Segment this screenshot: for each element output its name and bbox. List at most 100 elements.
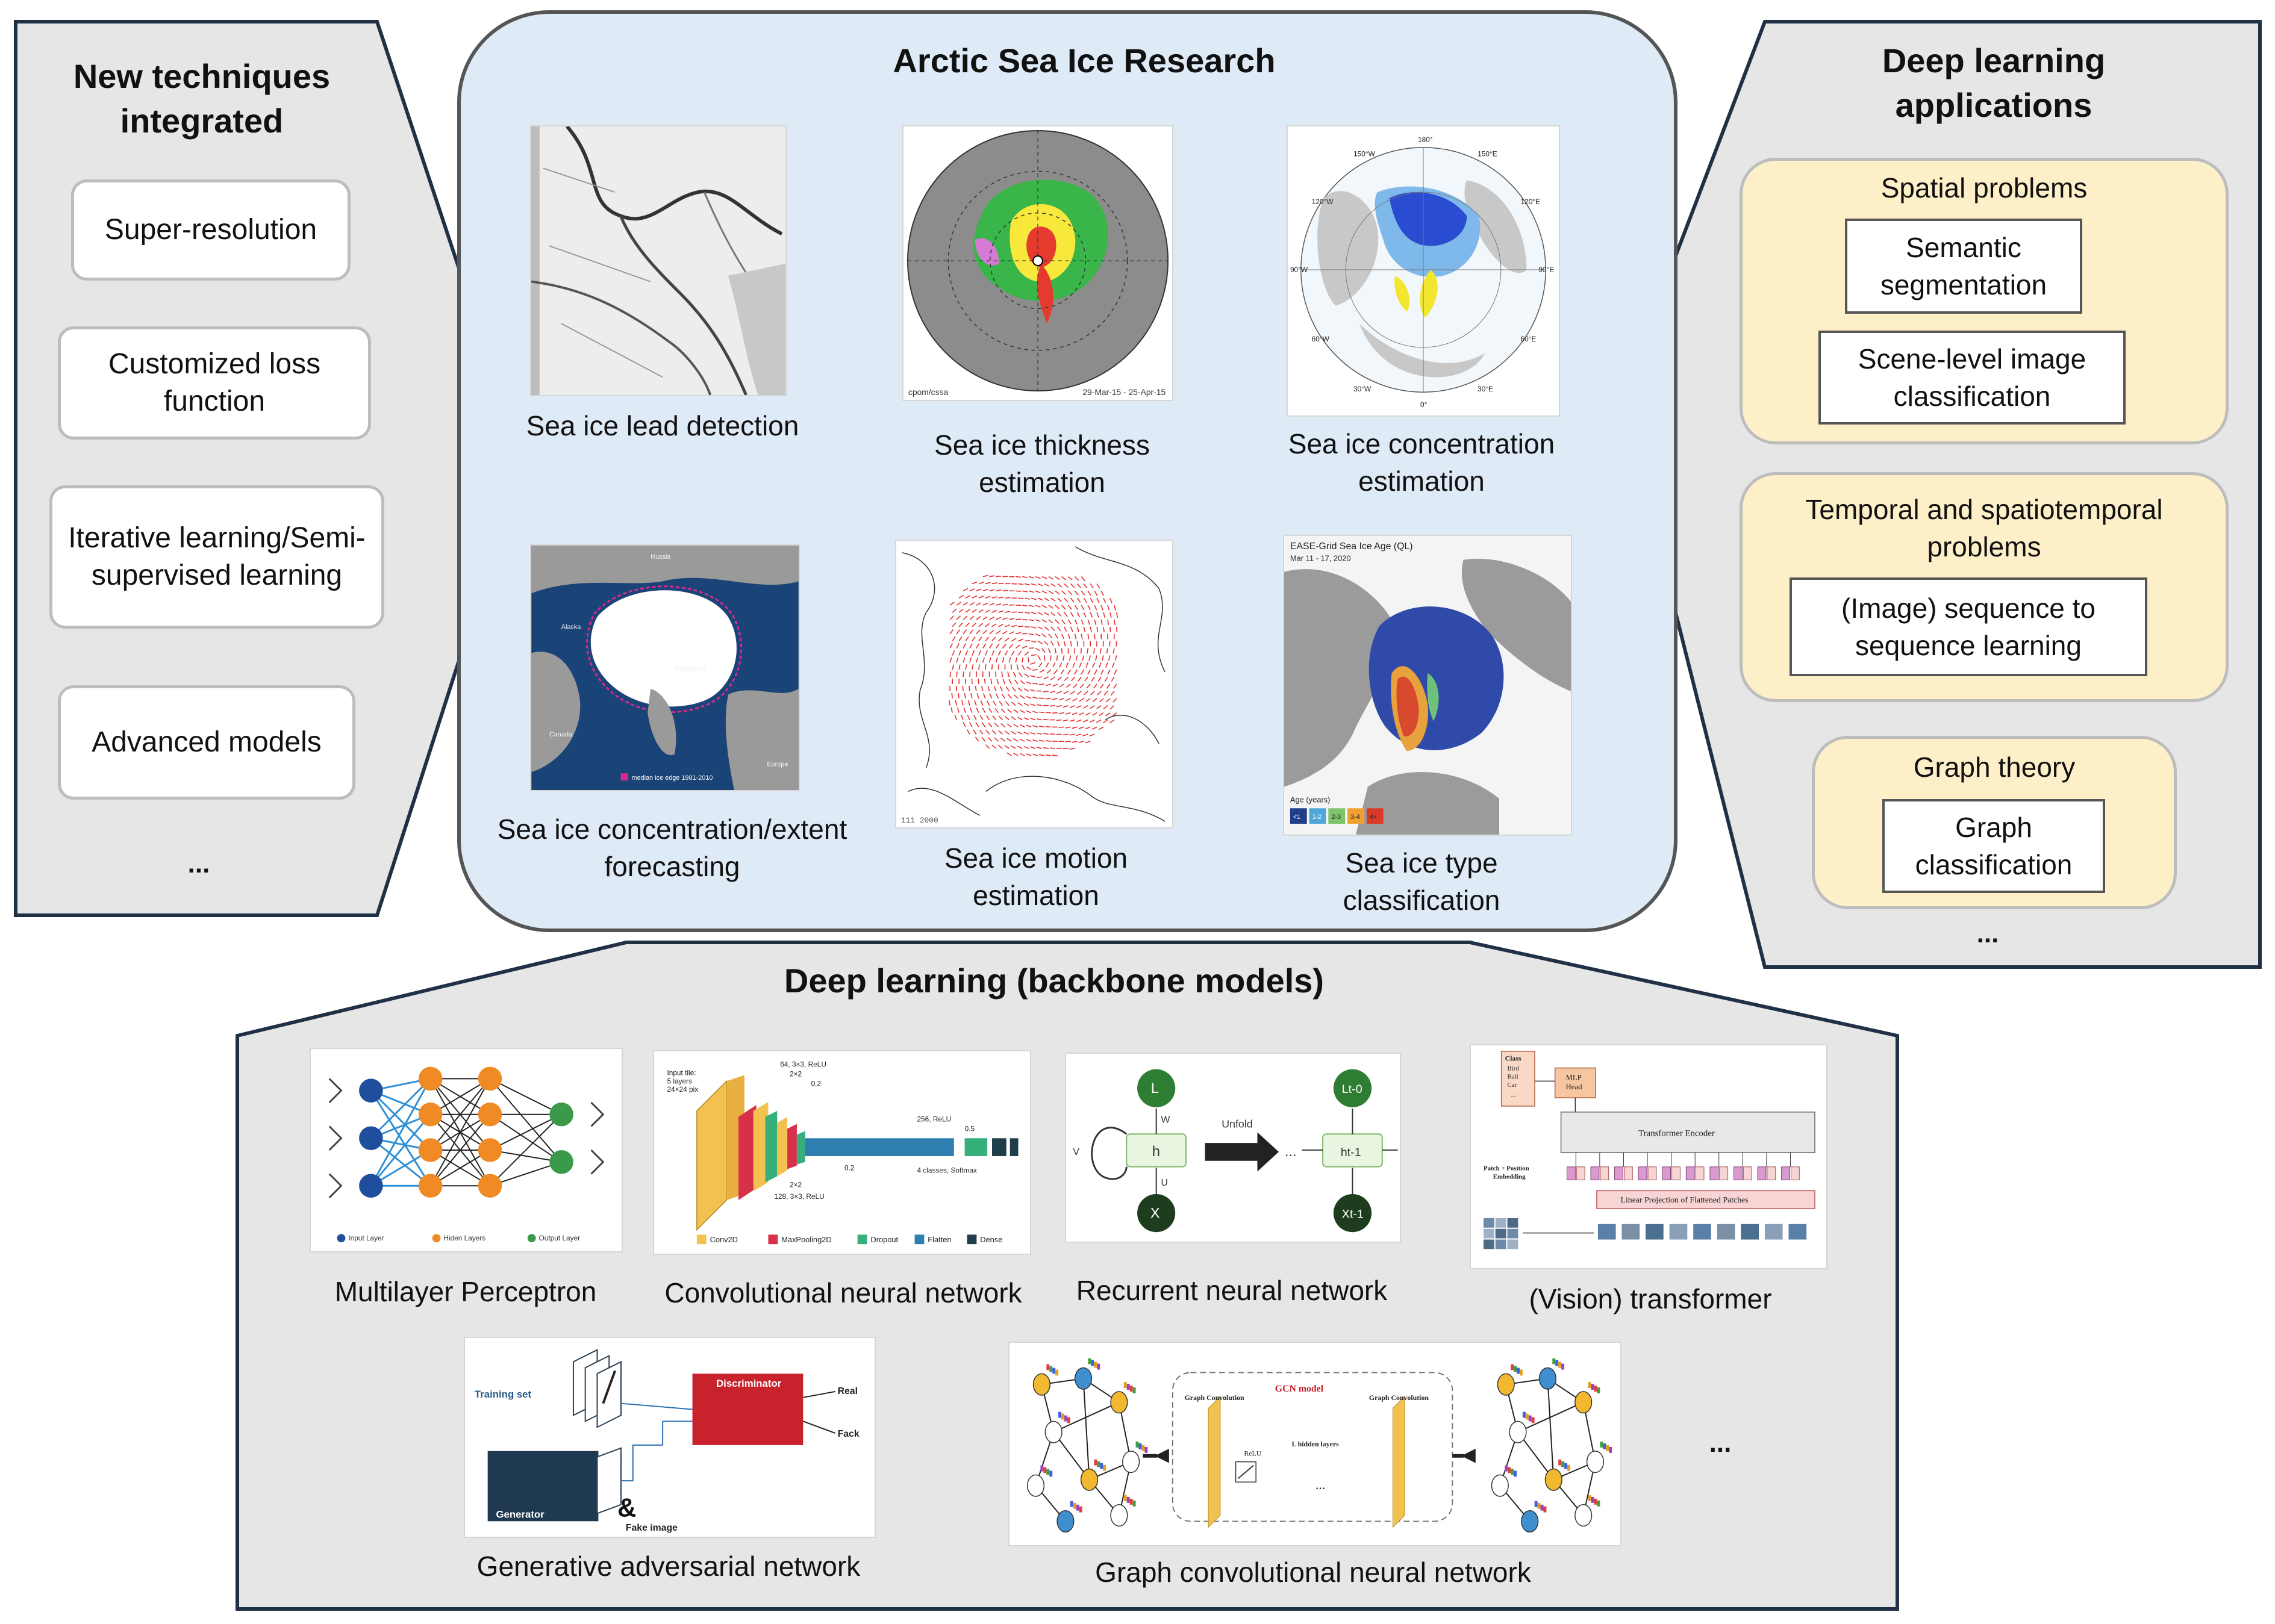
gcn-feature-bar xyxy=(1597,1500,1600,1507)
gcn-feature-bar xyxy=(1046,1469,1050,1475)
gcn-feature-bar xyxy=(1514,1470,1517,1477)
gcn-feature-bar xyxy=(1126,1496,1130,1503)
mlp-node xyxy=(418,1066,443,1091)
vit-projection: Linear Projection of Flattened Patches xyxy=(1621,1195,1749,1204)
gcn-feature-bar xyxy=(1564,1463,1568,1469)
mlp-node xyxy=(478,1138,502,1162)
mlp-edge xyxy=(490,1113,562,1151)
vit-position-token xyxy=(1685,1166,1695,1181)
gcn-node xyxy=(1509,1420,1527,1443)
mlp-node xyxy=(478,1102,502,1127)
vit-position-token xyxy=(1781,1166,1790,1181)
vit-mlp-1: Head xyxy=(1565,1083,1582,1091)
thickness-map-image: cpom/cssa 29-Mar-15 - 25-Apr-15 xyxy=(902,125,1173,401)
gan-fack: Fack xyxy=(838,1429,860,1439)
mlp-edge xyxy=(370,1090,431,1151)
vit-position-token xyxy=(1590,1166,1600,1181)
gcn-edge xyxy=(1082,1378,1090,1480)
mlp-edge xyxy=(490,1161,562,1187)
lead-detection-image xyxy=(530,125,787,396)
vit-input-image-tile xyxy=(1507,1218,1518,1228)
rnn-ht: ht-1 xyxy=(1341,1146,1361,1159)
gcn-node xyxy=(1491,1474,1509,1497)
gcn-feature-bar xyxy=(1528,1415,1532,1422)
gcn-feature-bar xyxy=(1567,1464,1570,1471)
mlp-edge xyxy=(370,1137,431,1187)
ice-age-legend-label: 1-2 xyxy=(1312,814,1322,821)
gan-figure: Training set Discriminator Real Fack Gen… xyxy=(464,1337,876,1538)
rnn-w: W xyxy=(1161,1115,1170,1125)
gcn-feature-bar xyxy=(1555,1360,1559,1366)
vit-patch-token xyxy=(1623,1166,1633,1181)
gcn-feature-bar xyxy=(1519,1369,1523,1376)
gcn-feature-bar xyxy=(1543,1506,1547,1513)
gcn-node xyxy=(1586,1451,1605,1473)
mlp-legend-output: Output Layer xyxy=(539,1234,581,1242)
conc-lbl-3: 120°W xyxy=(1312,198,1334,206)
forecast-lbl-canada: Canada xyxy=(549,731,573,738)
ice-age-legend-swatch xyxy=(1328,808,1346,824)
gcn-feature-bar xyxy=(1123,1495,1127,1501)
gcn-feature-bar xyxy=(1537,1502,1541,1509)
item-semantic-segmentation: Semantic segmentation xyxy=(1845,219,2082,314)
right-panel-title: Deep learning applications xyxy=(1882,42,2106,124)
vit-position-token xyxy=(1757,1166,1767,1181)
gcn-node xyxy=(1538,1367,1556,1390)
gcn-feature-bar xyxy=(1609,1446,1612,1453)
vit-class-0: Class xyxy=(1505,1054,1521,1063)
gcn-feature-bar xyxy=(1594,1498,1597,1505)
vit-image-patch xyxy=(1646,1224,1664,1240)
ice-age-legend-label: 3-4 xyxy=(1350,814,1360,821)
gcn-node xyxy=(1122,1451,1140,1473)
gcn-node xyxy=(1075,1367,1093,1390)
mlp-legend-input: Input Layer xyxy=(348,1234,384,1242)
forecast-lbl-russia: Russia xyxy=(651,553,671,561)
gcn-feature-bar xyxy=(1135,1442,1139,1448)
gcn-relu: ReLU xyxy=(1244,1449,1261,1458)
gan-discriminator: Discriminator xyxy=(716,1378,782,1389)
caption-vit: (Vision) transformer xyxy=(1529,1283,1772,1314)
cnn-legend-1: MaxPooling2D xyxy=(781,1235,831,1244)
thickness-credit: cpom/cssa xyxy=(908,387,949,397)
technique-custom-loss: Customized loss function xyxy=(58,326,371,440)
vit-input-image-tile xyxy=(1495,1239,1506,1249)
rnn-x: X xyxy=(1150,1206,1160,1222)
gcn-feature-bar xyxy=(1067,1417,1070,1423)
gcn-feature-bar xyxy=(1046,1364,1050,1370)
vit-image-patch xyxy=(1717,1224,1735,1240)
caption-gan: Generative adversarial network xyxy=(476,1551,861,1582)
vit-patch-token xyxy=(1647,1166,1657,1181)
rnn-xt: Xt-1 xyxy=(1342,1208,1364,1221)
vit-image-patch xyxy=(1621,1224,1640,1240)
cnn-legend-3: Flatten xyxy=(928,1235,951,1244)
cnn-ann-9: 0.2 xyxy=(844,1164,854,1172)
gcn-edge xyxy=(1053,1401,1120,1433)
rnn-h: h xyxy=(1152,1144,1160,1160)
gcn-node xyxy=(1574,1391,1593,1414)
vit-image-patch xyxy=(1741,1224,1759,1240)
gcn-model: GCN model xyxy=(1275,1384,1324,1394)
vit-embed-1: Embedding xyxy=(1493,1174,1526,1181)
mlp-edge xyxy=(429,1114,491,1186)
vit-patch-token xyxy=(1719,1166,1729,1181)
cnn-ann-1: 5 layers xyxy=(667,1077,692,1085)
gcn-feature-bar xyxy=(1064,1415,1067,1422)
conc-lbl-1: 150°W xyxy=(1353,150,1376,158)
technique-advanced-models: Advanced models xyxy=(58,685,355,800)
gcn-feature-bar xyxy=(1606,1445,1609,1451)
mlp-edge xyxy=(489,1078,562,1163)
caption-thickness: Sea ice thickness estimation xyxy=(934,429,1150,498)
gcn-node xyxy=(1056,1510,1075,1532)
center-panel-title: Arctic Sea Ice Research xyxy=(893,42,1276,79)
gcn-feature-bar xyxy=(1061,1413,1064,1420)
mlp-node xyxy=(549,1150,573,1174)
motion-footer: 111 2000 xyxy=(901,816,938,825)
mlp-edge xyxy=(370,1078,431,1139)
cnn-ann-7: 0.5 xyxy=(965,1124,975,1133)
caption-concentration: Sea ice concentration estimation xyxy=(1288,428,1555,497)
gcn-edge xyxy=(1517,1401,1584,1433)
gcn-node xyxy=(1110,1504,1128,1527)
gcn-figure: GCN model Graph Convolution ReLU L hidde… xyxy=(1008,1342,1621,1546)
gcn-node xyxy=(1080,1468,1099,1491)
cnn-ann-6: 256, ReLU xyxy=(917,1115,952,1124)
